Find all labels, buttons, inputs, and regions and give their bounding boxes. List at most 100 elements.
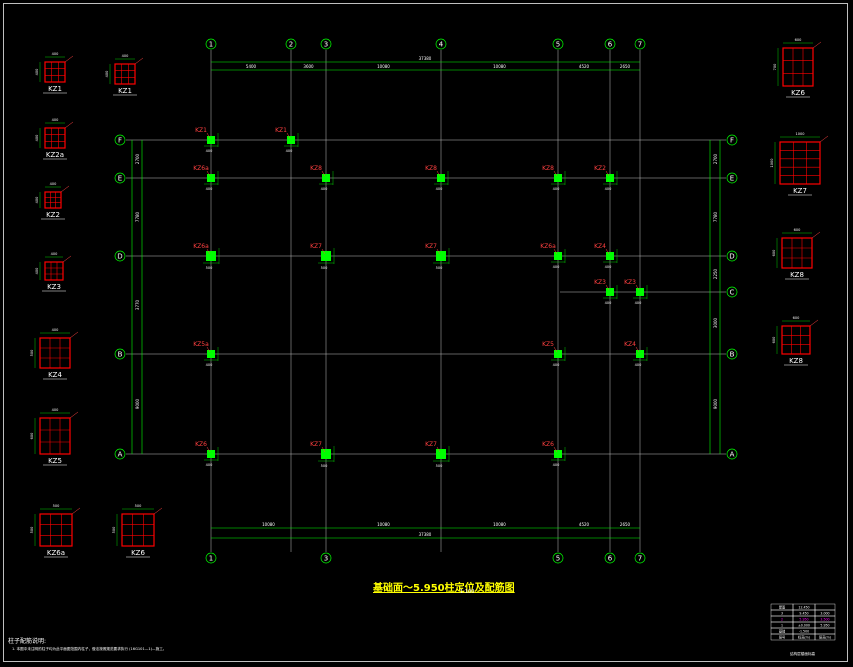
column-label: KZ7 bbox=[310, 243, 322, 250]
column-label: KZ7 bbox=[425, 441, 437, 448]
column-leader bbox=[553, 170, 558, 177]
column-leader bbox=[321, 248, 326, 255]
axis-bubble-top-6 bbox=[604, 38, 616, 50]
axis-label-right-F: F bbox=[730, 137, 734, 145]
level-table-text: 1 bbox=[781, 624, 783, 628]
level-table-cell bbox=[814, 627, 836, 635]
column-leader bbox=[321, 170, 326, 177]
section-height: 1000 bbox=[770, 159, 774, 168]
column-leader bbox=[436, 446, 441, 453]
section-outline bbox=[44, 61, 66, 83]
dim-bottom-1: 10080 bbox=[377, 522, 390, 527]
section-width: 600 bbox=[794, 228, 801, 232]
column-size: 400 bbox=[605, 265, 612, 269]
column-body bbox=[207, 174, 215, 182]
level-table-text: 标高(m) bbox=[798, 635, 810, 640]
section-outline bbox=[44, 191, 62, 209]
axis-bubble-right-D bbox=[726, 250, 738, 262]
axis-label-left-E: E bbox=[118, 175, 122, 183]
column-size: 500 bbox=[321, 266, 328, 270]
section-outline bbox=[782, 47, 814, 87]
column-body bbox=[287, 136, 295, 144]
section-name: KZ5 bbox=[48, 457, 62, 465]
axis-bubble-bottom-1 bbox=[205, 552, 217, 564]
level-table-text: -1.500 bbox=[799, 630, 809, 634]
dim-top-overall: 37380 bbox=[419, 56, 432, 61]
drawing-scale: 1:100 bbox=[460, 589, 475, 595]
column-size: 500 bbox=[436, 266, 443, 270]
section-width: 400 bbox=[52, 52, 59, 56]
column-label: KZ4 bbox=[594, 243, 606, 250]
column-body bbox=[554, 174, 562, 182]
axis-label-top-7: 7 bbox=[638, 41, 642, 49]
column-size: 400 bbox=[206, 463, 213, 467]
column-leader bbox=[321, 446, 326, 453]
section-name: KZ7 bbox=[793, 187, 807, 195]
column-label: KZ7 bbox=[425, 243, 437, 250]
axis-bubble-top-2 bbox=[285, 38, 297, 50]
column-label: KZ6 bbox=[195, 441, 207, 448]
column-leader bbox=[605, 170, 610, 177]
dim-bottom-overall: 37380 bbox=[419, 532, 432, 537]
section-height: 600 bbox=[30, 433, 34, 440]
section-width: 400 bbox=[122, 54, 129, 58]
section-outline bbox=[779, 141, 821, 185]
column-label: KZ6a bbox=[193, 243, 209, 250]
column-size: 400 bbox=[553, 463, 560, 467]
column-body bbox=[554, 350, 562, 358]
section-width: 500 bbox=[53, 504, 60, 508]
level-table-text: 3 bbox=[781, 612, 783, 616]
section-outline bbox=[39, 513, 73, 547]
column-size: 400 bbox=[436, 187, 443, 191]
section-width: 600 bbox=[793, 316, 800, 320]
section-width: 400 bbox=[50, 182, 57, 186]
level-table-cell bbox=[814, 603, 836, 611]
column-body bbox=[207, 136, 215, 144]
dim-right-1: 7780 bbox=[713, 211, 718, 222]
level-table-text: 屋面 bbox=[779, 605, 785, 610]
dim-bottom-2: 10080 bbox=[493, 522, 506, 527]
column-label: KZ3 bbox=[594, 279, 606, 286]
axis-label-top-2: 2 bbox=[289, 41, 293, 49]
section-leader bbox=[69, 411, 79, 419]
column-body bbox=[436, 251, 446, 261]
section-name: KZ4 bbox=[48, 371, 62, 379]
axis-bubble-top-4 bbox=[435, 38, 447, 50]
axis-bubble-left-F bbox=[114, 134, 126, 146]
column-label: KZ1 bbox=[195, 127, 207, 134]
section-outline bbox=[39, 417, 71, 455]
section-width: 600 bbox=[795, 38, 802, 42]
axis-bubble-right-E bbox=[726, 172, 738, 184]
column-label: KZ6a bbox=[193, 165, 209, 172]
section-height: 600 bbox=[772, 337, 776, 344]
section-outline bbox=[121, 513, 155, 547]
dim-top-4: 4520 bbox=[579, 64, 590, 69]
column-size: 500 bbox=[436, 464, 443, 468]
axis-label-top-6: 6 bbox=[608, 41, 613, 49]
section-outline bbox=[114, 63, 136, 85]
section-height: 500 bbox=[30, 527, 34, 534]
column-size: 400 bbox=[206, 149, 213, 153]
level-table-text: 9.450 bbox=[799, 612, 808, 616]
axis-label-left-A: A bbox=[118, 451, 123, 459]
level-table-caption: 结构层楼面标高 bbox=[790, 652, 816, 656]
level-table-text: ±0.000 bbox=[798, 624, 810, 628]
dim-top-5: 2650 bbox=[620, 64, 631, 69]
column-17: KZ6 400 bbox=[195, 441, 219, 467]
section-name: KZ1 bbox=[118, 87, 132, 95]
axis-bubble-left-A bbox=[114, 448, 126, 460]
column-label: KZ8 bbox=[542, 165, 554, 172]
axis-label-top-4: 4 bbox=[439, 41, 444, 49]
